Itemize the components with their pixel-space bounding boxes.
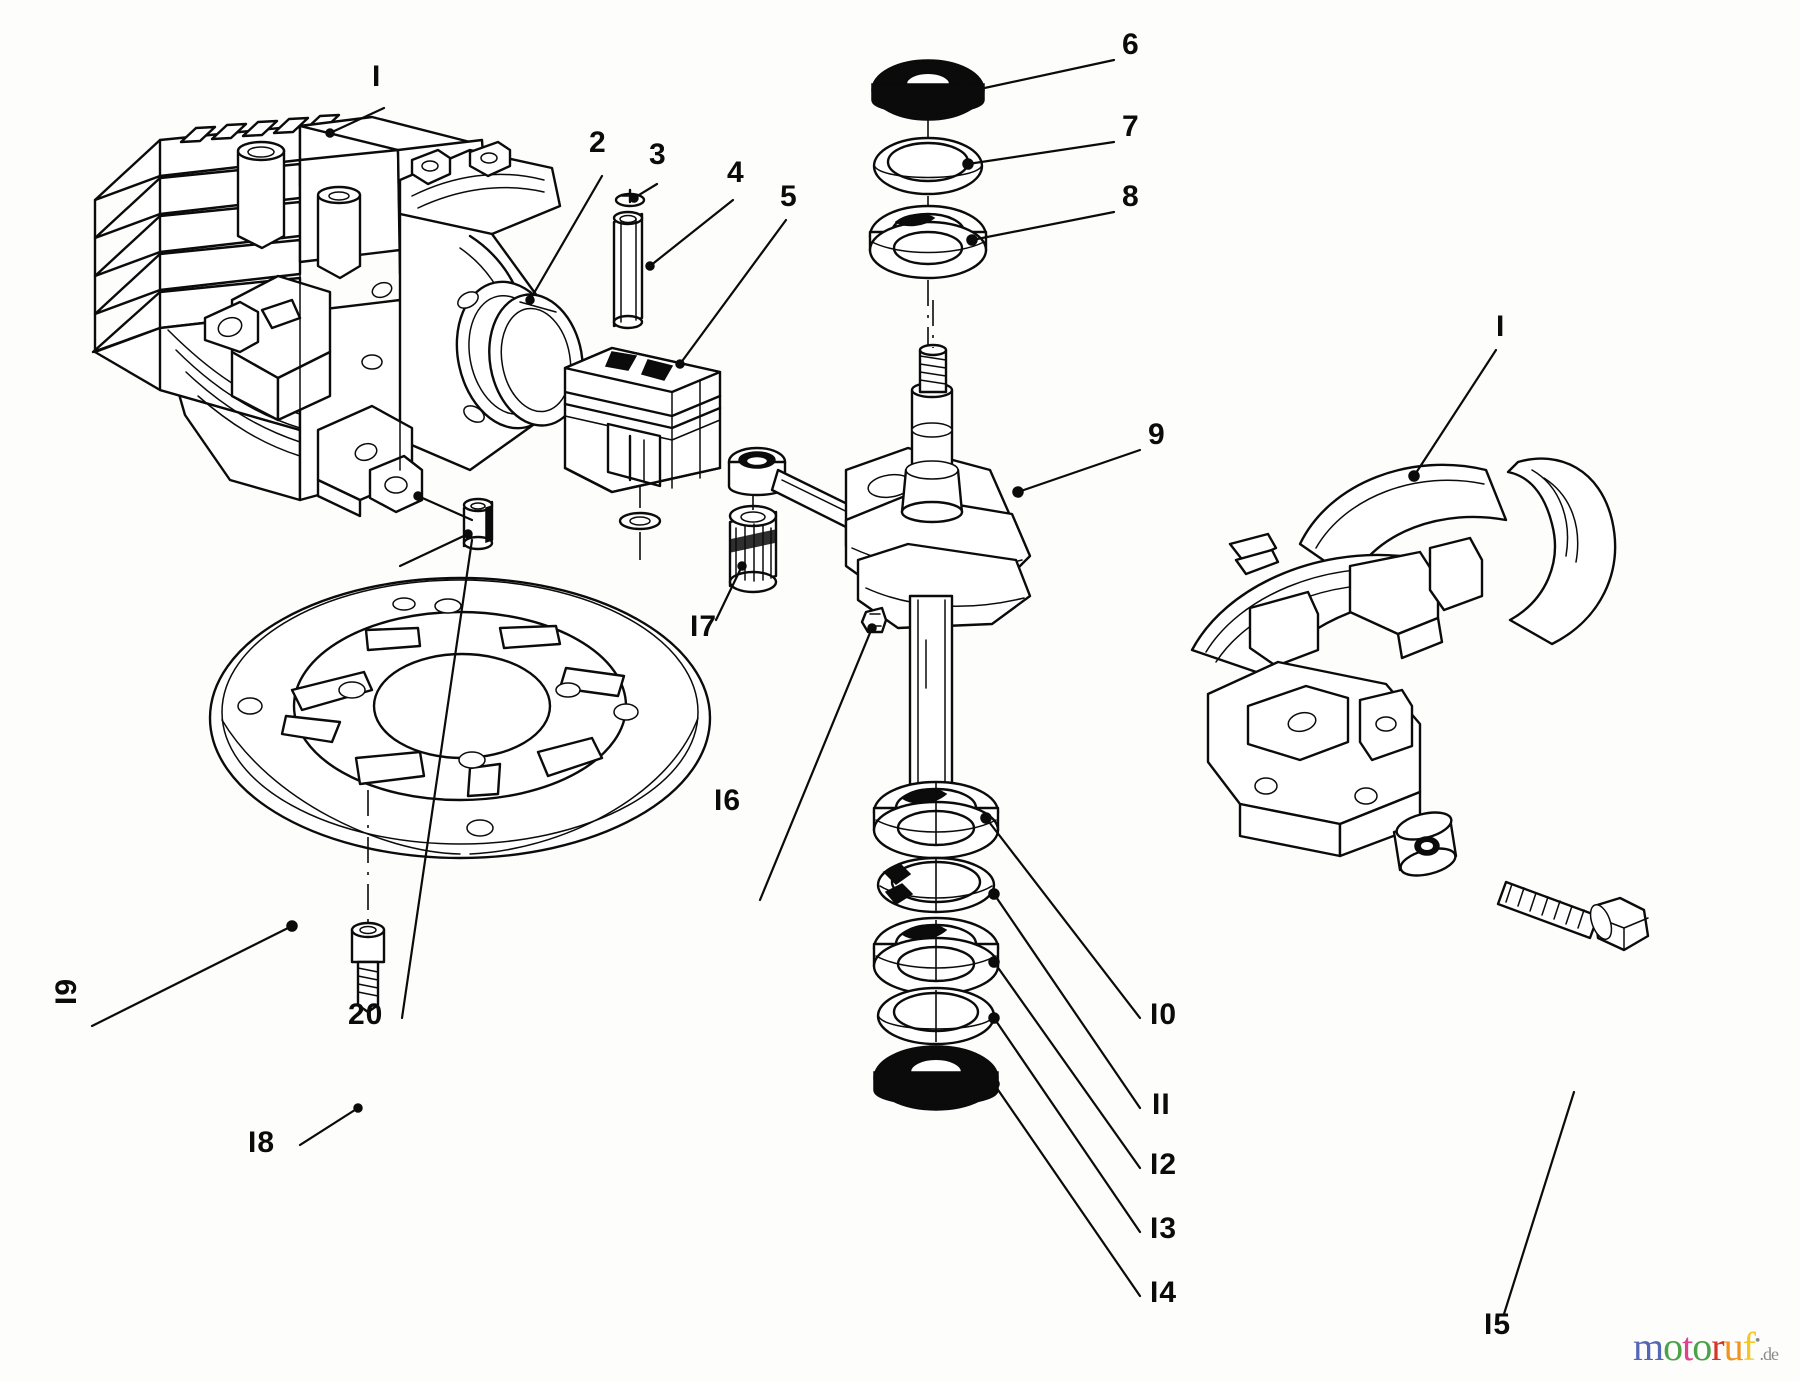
- blade-adapter-plate: [208, 576, 712, 860]
- needle-bearing-cage: [728, 470, 778, 594]
- watermark-letter: t: [1682, 1324, 1693, 1369]
- callout-number[interactable]: 20: [348, 998, 384, 1031]
- callout-number[interactable]: I4: [1150, 1276, 1178, 1309]
- callout-number[interactable]: 7: [1122, 110, 1140, 143]
- callout-number[interactable]: I9: [50, 977, 83, 1005]
- muffler-heat-shield-assembly: [1190, 457, 1617, 877]
- watermark-letter: u: [1723, 1324, 1744, 1369]
- cylinder-head-gasket: [488, 293, 584, 427]
- blade-mount-screw: [350, 790, 386, 1014]
- callout-number[interactable]: I8: [248, 1126, 276, 1159]
- hex-flange-bolt: [1496, 880, 1650, 952]
- oil-seal-lower: [873, 1045, 999, 1111]
- piston-and-ring-set: [563, 346, 722, 494]
- callout-number[interactable]: I3: [1150, 1212, 1178, 1245]
- callout-number[interactable]: I5: [1484, 1308, 1512, 1341]
- leader-lines: [90, 58, 1576, 1316]
- callout-number[interactable]: I2: [1150, 1148, 1178, 1181]
- callout-number[interactable]: 4: [727, 156, 745, 189]
- watermark-tick: •: [1754, 1332, 1761, 1350]
- callout-number[interactable]: I0: [1150, 998, 1178, 1031]
- watermark-suffix: .de: [1759, 1344, 1779, 1364]
- watermark-letter: o: [1663, 1324, 1683, 1369]
- watermark-letter: f: [1742, 1324, 1756, 1369]
- callout-number[interactable]: 2: [589, 126, 607, 159]
- piston-pin: [612, 210, 644, 330]
- callout-number[interactable]: 8: [1122, 180, 1140, 213]
- callout-number[interactable]: 5: [780, 180, 798, 213]
- shim-washer-upper: [872, 136, 984, 196]
- callout-number[interactable]: 3: [649, 138, 667, 171]
- callout-number[interactable]: I6: [714, 784, 742, 817]
- watermark-letter: o: [1692, 1324, 1712, 1369]
- callout-number[interactable]: II: [1152, 1088, 1171, 1121]
- callout-number[interactable]: I: [1496, 310, 1506, 343]
- oil-seal-upper: [871, 59, 985, 121]
- callout-number[interactable]: 9: [1148, 418, 1166, 451]
- callout-number[interactable]: I: [372, 60, 382, 93]
- callout-number[interactable]: 6: [1122, 28, 1140, 61]
- callout-number[interactable]: I7: [690, 610, 718, 643]
- governor-bushing: [462, 497, 494, 551]
- ball-bearing-upper: [868, 204, 988, 280]
- watermark-letter: m: [1632, 1324, 1664, 1369]
- motoruf-watermark-logo: motoruf•.de: [1632, 1324, 1779, 1369]
- crankshaft-assembly: [727, 300, 1032, 814]
- lower-bearing-seal-stack: [872, 780, 1000, 1111]
- watermark-letter: r: [1711, 1324, 1724, 1369]
- upper-seal-bearing-stack: [868, 59, 988, 346]
